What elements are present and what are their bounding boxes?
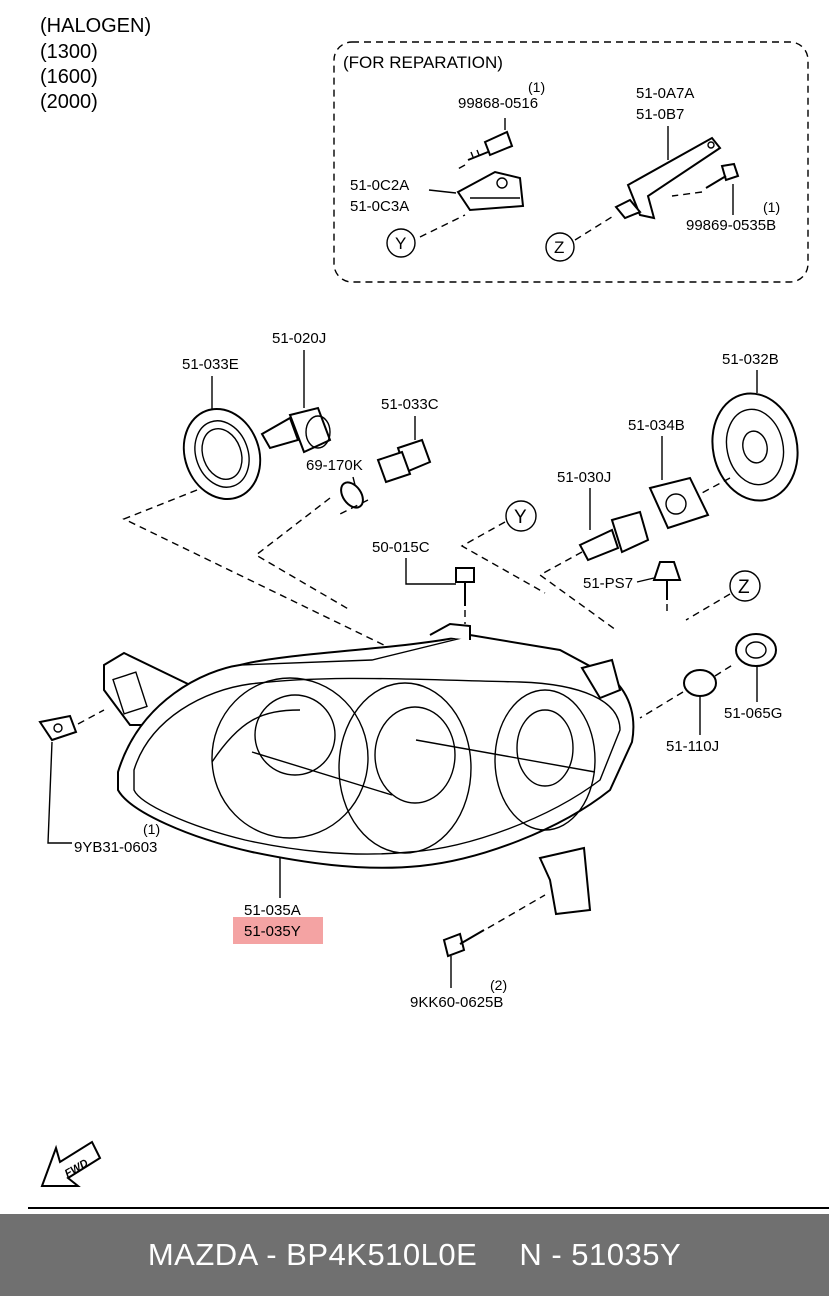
header-engine-1300: (1300) [40, 41, 98, 63]
ref-y-circle-small [386, 228, 416, 258]
screw-z-shape [671, 162, 740, 197]
footer-bar: MAZDA - BP4K510L0E N - 51035Y [0, 1214, 829, 1296]
nut-qty: (1) [143, 821, 160, 837]
label-51-033e: 51-033E [182, 356, 239, 373]
label-50-015c: 50-015C [372, 539, 430, 556]
reparation-bolt-y-qty: (1) [528, 79, 545, 95]
reparation-bracket-y-2: 51-0C3A [350, 198, 409, 215]
selected-part-highlight [233, 917, 323, 944]
label-9kk60-0625b: 9KK60-0625B [410, 994, 503, 1011]
reparation-screw-z-pn: 99869-0535B [686, 217, 776, 234]
bulb-51-110j [683, 669, 717, 697]
header-engine-2000: (2000) [40, 91, 98, 113]
screw-9kk60-0625b [442, 894, 546, 958]
header-engine-1600: (1600) [40, 66, 98, 88]
nut-9yb31-0603 [38, 714, 78, 742]
reparation-bracket-y-1: 51-0C2A [350, 177, 409, 194]
socket-51-065g [735, 633, 777, 667]
bracket-y-shape [456, 170, 525, 212]
reparation-box: (FOR REPARATION) (1) 99868-0516 51-0C2A … [333, 41, 809, 283]
clip-51-ps7 [652, 561, 682, 616]
footer-position: N - 51035Y [519, 1237, 682, 1272]
label-51-020j: 51-020J [272, 330, 326, 347]
screw-qty: (2) [490, 977, 507, 993]
bolt-y-shape [455, 118, 514, 171]
cap-left-51-033e [182, 407, 262, 501]
ref-z-label-small: Z [554, 238, 564, 257]
fwd-arrow-icon: FWD [40, 1140, 102, 1187]
ref-y-circle [505, 500, 537, 532]
label-69-170k: 69-170K [306, 457, 363, 474]
cap-right-51-032b [711, 392, 799, 502]
label-51-035y[interactable]: 51-035Y [244, 923, 301, 940]
headlamp-parts-diagram: (HALOGEN) (1300) (1600) (2000) (FOR REPA… [28, 15, 829, 1209]
reparation-bracket-z-2: 51-0B7 [636, 106, 684, 123]
label-51-110j: 51-110J [666, 738, 719, 755]
label-51-035a: 51-035A [244, 902, 301, 919]
ref-y-label: Y [514, 507, 527, 528]
label-51-033c: 51-033C [381, 396, 439, 413]
label-51-034b: 51-034B [628, 417, 685, 434]
ref-z-label: Z [738, 577, 750, 598]
socket-51-033c [376, 438, 432, 484]
reparation-bolt-y-pn: 99868-0516 [458, 95, 538, 112]
ref-z-circle [729, 570, 761, 602]
ref-y-label-small: Y [395, 234, 406, 253]
ref-z-circle-small [545, 232, 575, 262]
bulb-69-170k [340, 481, 364, 509]
reparation-bracket-z-1: 51-0A7A [636, 85, 694, 102]
holder-51-034b [648, 476, 710, 530]
bolt-50-015c [455, 567, 475, 624]
header-type: (HALOGEN) [40, 15, 151, 37]
label-9yb31-0603: 9YB31-0603 [74, 839, 157, 856]
bracket-z-shape [614, 136, 722, 220]
label-51-065g: 51-065G [724, 705, 782, 722]
reparation-screw-z-qty: (1) [763, 199, 780, 215]
headlamp-unit [117, 622, 635, 916]
footer-brand-part: MAZDA - BP4K510L0E [147, 1237, 478, 1272]
bulb-51-030j [578, 510, 650, 562]
label-51-030j: 51-030J [557, 469, 611, 486]
label-51-ps7: 51-PS7 [583, 575, 633, 592]
label-51-032b: 51-032B [722, 351, 779, 368]
bulb-51-020j [260, 406, 332, 454]
reparation-title: (FOR REPARATION) [343, 53, 503, 72]
